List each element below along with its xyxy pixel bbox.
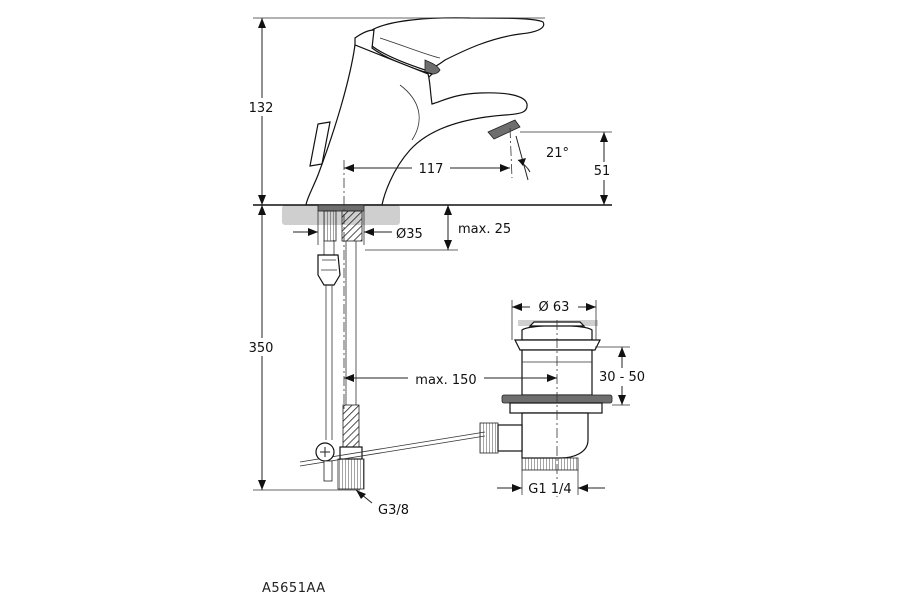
dim-g3-8: G3/8: [378, 503, 409, 518]
dimension-labels: 132 350 117 21° 51 Ø35 max. 25 Ø 63 max.…: [244, 98, 648, 518]
product-code: A5651AA: [262, 581, 326, 596]
spout-aerator: [487, 119, 521, 140]
dim-21-degrees: 21°: [546, 146, 569, 161]
dim-max-150: max. 150: [415, 373, 476, 388]
dim-diameter-63: Ø 63: [539, 300, 570, 315]
mounting-shank: [317, 204, 365, 242]
dim-30-50: 30 - 50: [599, 370, 645, 385]
dim-g1-1-4: G1 1/4: [528, 482, 571, 497]
dim-51: 51: [594, 164, 611, 179]
center-lines: [343, 127, 558, 500]
dim-117: 117: [419, 162, 444, 177]
faucet-body: [305, 44, 528, 206]
dim-diameter-35: Ø35: [396, 227, 423, 242]
supply-hoses: [317, 240, 365, 490]
waste-fitting: [479, 321, 613, 471]
rear-stub: [309, 121, 331, 167]
dim-350: 350: [249, 341, 274, 356]
dim-max-25: max. 25: [458, 222, 511, 237]
faucet: [305, 17, 545, 206]
popup-rod: [299, 431, 486, 482]
dim-132: 132: [249, 101, 274, 116]
